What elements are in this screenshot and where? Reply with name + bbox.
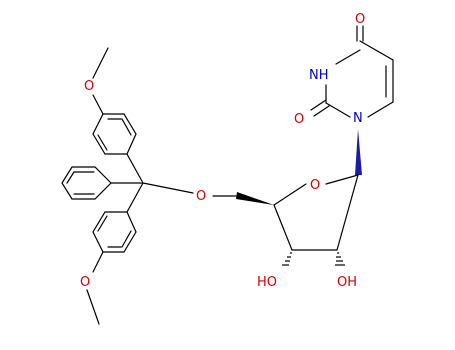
hashed-bond-2-oh bbox=[335, 252, 345, 266]
ring-oxygen-label: O bbox=[310, 178, 320, 193]
upper-methoxyphenyl-ring bbox=[92, 47, 137, 155]
methoxy-oxygen-bottom-label: O bbox=[80, 275, 90, 290]
uracil-ring bbox=[310, 25, 394, 118]
oh-2-label: OH bbox=[337, 275, 357, 290]
glycosidic-wedge-bond bbox=[355, 129, 362, 175]
phenyl-ring bbox=[61, 166, 112, 200]
methoxy-oxygen-top-label: O bbox=[84, 79, 94, 94]
n3-label: NH bbox=[309, 68, 329, 83]
ho-3-label: HO bbox=[257, 275, 277, 290]
ribose-ring bbox=[273, 174, 359, 251]
n1-label: N bbox=[353, 111, 363, 126]
o2-label: O bbox=[294, 112, 304, 127]
wedge-bond-c4-c5 bbox=[236, 192, 274, 205]
hashed-bond-3-oh bbox=[282, 252, 292, 266]
o4-label: O bbox=[355, 12, 365, 27]
ether-oxygen-label: O bbox=[196, 189, 206, 204]
lower-methoxyphenyl-ring bbox=[86, 211, 137, 325]
